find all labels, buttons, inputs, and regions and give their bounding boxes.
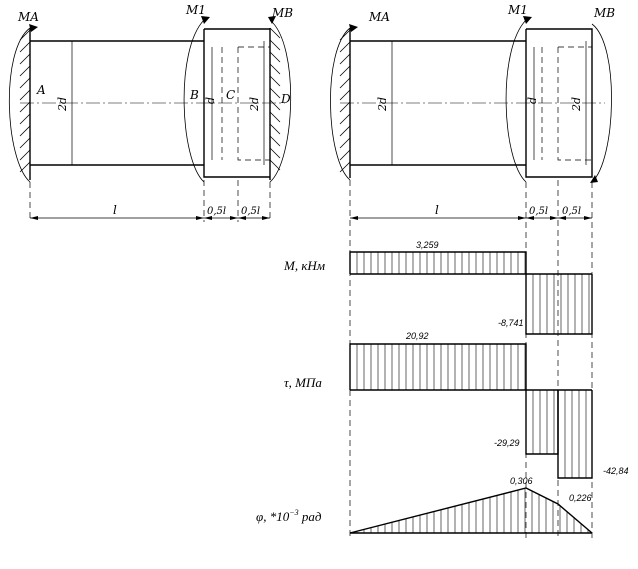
left-wall-support [19, 28, 31, 180]
left-diam-bc: d [204, 97, 217, 104]
right-label-mb: MB [593, 6, 615, 20]
stress-value-negative-2: -42,84 [603, 466, 629, 476]
left-length-05l-1: 0,5l [207, 206, 226, 217]
right-moment-b-arrow-icon [523, 16, 532, 24]
stress-value-negative-1: -29,29 [494, 438, 520, 448]
right-shaft-view: MA M1 MB 2d d 2d l 0,5l 0,5l [330, 3, 615, 540]
angle-value-max: 0,306 [510, 476, 533, 486]
stress-diagram: 20,92 -29,29 -42,84 τ, МПа [284, 331, 629, 479]
right-shaft-segment-bd [525, 28, 593, 178]
angle-value-mid: 0,226 [569, 493, 592, 503]
shaft-segment-bd [203, 28, 270, 178]
right-diam-cd: 2d [570, 97, 583, 112]
moment-value-negative: -8,741 [498, 318, 524, 328]
moment-value-positive: 3,259 [416, 240, 439, 250]
moment-b-arrow-icon [201, 16, 210, 24]
left-diam-ab: 2d [56, 97, 69, 112]
shaft-bore-hidden [221, 46, 270, 161]
right-diam-ab: 2d [376, 97, 389, 112]
moment-a-arc [8, 27, 31, 183]
moment-b-arc [183, 19, 205, 183]
left-label-ma: MA [17, 10, 39, 24]
moment-diagram-label: M, кНм [283, 258, 325, 273]
right-length-05l-1: 0,5l [529, 206, 548, 217]
moment-d-arrow-icon [268, 16, 276, 24]
right-wall-support [269, 27, 281, 180]
right-shaft-segment-ab [350, 40, 526, 166]
left-diam-cd: 2d [248, 97, 261, 112]
left-length-dimensions [29, 180, 271, 222]
left-point-a: A [36, 83, 46, 97]
right-length-l: l [435, 203, 439, 217]
left-length-l: l [113, 203, 117, 217]
shaft-segment-ab [30, 40, 204, 166]
right-label-m1: M1 [507, 3, 528, 17]
right-length-dimensions [349, 180, 593, 540]
right-shaft-bore-hidden [541, 46, 592, 161]
right-moment-d-arrow-icon [590, 175, 598, 183]
right-diam-bc: d [526, 97, 539, 104]
left-label-m1: M1 [185, 3, 206, 17]
stress-negative-block-2 [557, 390, 593, 479]
left-point-d: D [280, 92, 291, 106]
right-moment-a-arrow-icon [349, 24, 358, 32]
moment-a-arrow-icon [29, 24, 38, 32]
moment-negative-block [525, 274, 593, 335]
angle-polyline [349, 487, 593, 534]
left-length-05l-2: 0,5l [241, 206, 260, 217]
moment-diagram: 3,259 -8,741 M, кНм [283, 240, 593, 335]
stress-negative-block-1 [525, 390, 559, 455]
moment-positive-block [349, 251, 527, 274]
right-label-ma: MA [368, 10, 390, 24]
stress-diagram-label: τ, МПа [284, 375, 322, 390]
moment-d-arc [269, 19, 292, 183]
left-point-b: B [189, 88, 199, 102]
stress-value-positive: 20,92 [405, 331, 429, 341]
left-point-c: C [226, 88, 235, 102]
angle-diagram: 0,306 0,226 φ, *10−3 рад [256, 476, 593, 534]
angle-diagram-label: φ, *10−3 рад [256, 508, 322, 524]
left-label-mb: MB [271, 6, 293, 20]
stress-positive-block [349, 343, 527, 390]
left-shaft-view: MA M1 MB A B C D 2d d 2d l 0,5l 0,5l [8, 3, 293, 222]
right-length-05l-2: 0,5l [562, 206, 581, 217]
